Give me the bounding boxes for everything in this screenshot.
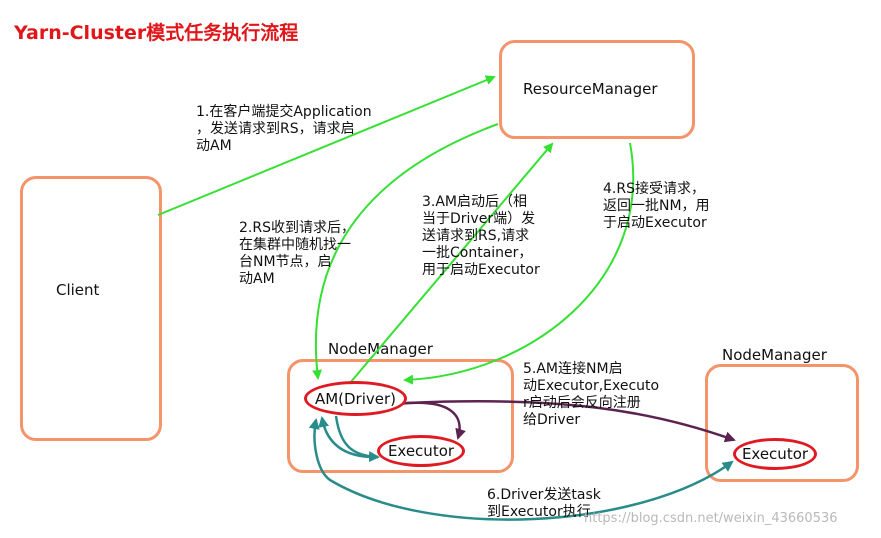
arrow-step6-driver-executor (308, 418, 734, 521)
resource-manager-box: ResourceManager (499, 40, 695, 139)
am-driver-oval: AM(Driver) (304, 381, 407, 416)
executor-left-label: Executor (387, 442, 455, 460)
step6-note: 6.Driver发送task 到Executor执行 (487, 487, 601, 520)
watermark: https://blog.csdn.net/weixin_43660536 (584, 511, 838, 526)
arrow-step3-am-to-rm (349, 142, 554, 384)
client-label: Client (56, 281, 100, 299)
resource-manager-label: ResourceManager (523, 80, 658, 98)
client-box: Client (20, 176, 162, 441)
node-manager-left-label: NodeManager (328, 340, 433, 358)
diagram-title: Yarn-Cluster模式任务执行流程 (14, 22, 299, 44)
executor-right-oval: Executor (733, 438, 817, 470)
step2-note: 2.RS收到请求后， 在集群中随机找一 台NM节点，启 动AM (239, 220, 355, 287)
executor-right-label: Executor (741, 445, 809, 463)
arrow-step4-rm-to-am (403, 142, 635, 385)
arrow-local-executor-to-am (318, 416, 379, 459)
node-manager-right-label: NodeManager (722, 346, 827, 364)
am-driver-label: AM(Driver) (314, 389, 397, 408)
executor-left-oval: Executor (377, 435, 465, 467)
step3-note: 3.AM启动后（相 当于Driver端）发 送请求到RS,请求 一批Contai… (422, 194, 540, 278)
step1-note: 1.在客户端提交Application ，发送请求到RS，请求启 动AM (196, 104, 372, 154)
arrow-step5-am-to-local-executor (397, 401, 466, 440)
step5-note: 5.AM连接NM启 动Executor,Executo r启动后会反向注册 给D… (523, 361, 660, 428)
arrow-step2-rm-to-am (312, 123, 499, 380)
arrow-step1-client-to-rm (157, 75, 496, 216)
step4-note: 4.RS接受请求， 返回一批NM，用 于启动Executor (603, 181, 710, 231)
